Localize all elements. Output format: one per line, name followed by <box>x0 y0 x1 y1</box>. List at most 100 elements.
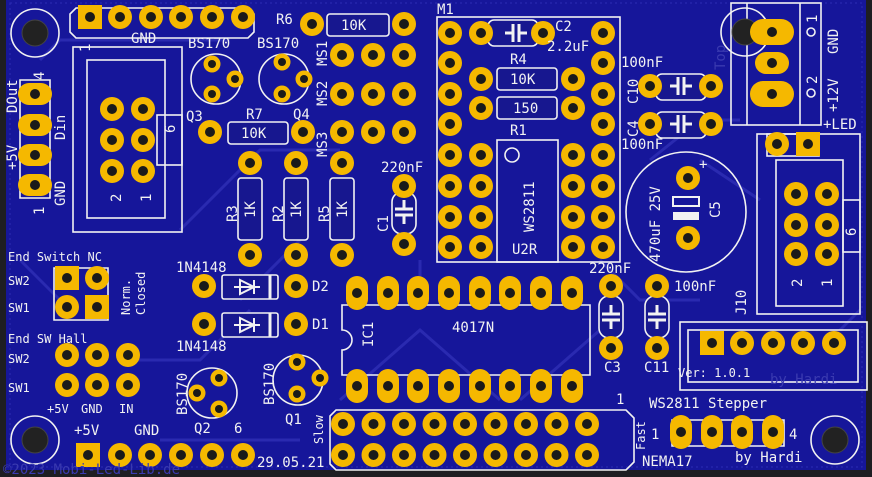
j10-pin6: 6 <box>844 228 860 236</box>
label-dout: DOut <box>5 79 21 113</box>
drill-hole <box>822 220 832 230</box>
drill-hole <box>476 212 486 222</box>
drill-hole <box>768 338 778 348</box>
end-hall-5v: +5V <box>47 402 69 416</box>
drill-hole <box>791 249 801 259</box>
drill-hole <box>145 450 155 460</box>
ms1-label: MS1 <box>315 41 331 66</box>
drill-hole <box>598 89 608 99</box>
watermark-text: by Hardi <box>770 372 837 388</box>
drill-hole <box>193 389 201 397</box>
drill-hole <box>445 181 455 191</box>
drill-hole <box>208 90 216 98</box>
drill-hole <box>399 419 409 429</box>
drill-hole <box>278 58 286 66</box>
q3-ref: Q3 <box>186 109 203 125</box>
drill-hole <box>551 419 562 429</box>
box-pin2: 2 <box>109 194 125 202</box>
drill-hole <box>803 139 813 149</box>
drill-hole <box>337 158 347 168</box>
drill-hole <box>215 374 223 382</box>
drill-hole <box>199 281 209 291</box>
c5-plus: + <box>699 157 707 173</box>
drill-hole <box>460 450 470 460</box>
nema-pin1: 1 <box>651 427 659 443</box>
drill-hole <box>62 302 72 312</box>
drill-hole <box>568 181 578 191</box>
c11-ref: C11 <box>644 360 669 376</box>
drill-hole <box>115 450 125 460</box>
drill-hole <box>505 288 515 298</box>
d2-value: 1N4148 <box>176 260 227 276</box>
drill-hole <box>791 220 801 230</box>
drill-hole <box>238 450 248 460</box>
drill-hole <box>205 127 215 137</box>
drill-hole <box>606 343 616 353</box>
drill-hole <box>30 89 40 99</box>
drill-hole <box>476 103 486 113</box>
drill-hole <box>444 288 454 298</box>
board-edge <box>9 2 863 468</box>
date-label: 29.05.21 <box>257 455 324 471</box>
drill-hole <box>567 288 577 298</box>
ms3-label: MS3 <box>315 132 331 157</box>
drill-hole <box>107 166 117 176</box>
drill-hole <box>337 250 347 260</box>
drill-hole <box>521 419 531 429</box>
drill-hole <box>337 89 347 99</box>
q3-type: BS170 <box>188 36 230 52</box>
r3-ref: R3 <box>225 205 241 222</box>
drill-hole <box>505 381 515 391</box>
drill-hole <box>316 374 324 382</box>
drill-hole <box>115 12 125 22</box>
drill-hole <box>460 419 470 429</box>
drill-hole <box>199 319 209 329</box>
c11-value: 100nF <box>674 279 716 295</box>
drill-hole <box>85 12 95 22</box>
r7-ref: R7 <box>246 107 263 123</box>
drill-hole <box>383 288 393 298</box>
drill-hole <box>568 103 578 113</box>
power-12v: +12V <box>826 78 842 112</box>
d1-value: 1N4148 <box>176 339 227 355</box>
drill-hole <box>399 50 409 60</box>
q1-ref: Q1 <box>285 412 302 428</box>
drill-hole <box>278 90 286 98</box>
box-pin6: 6 <box>163 125 179 133</box>
nema-label: NEMA17 <box>642 454 693 470</box>
drill-hole <box>475 288 485 298</box>
r2-ref: R2 <box>271 205 287 222</box>
drill-hole <box>92 302 102 312</box>
copyright-text: ©2023 Mobi-Led-Lib.de <box>3 462 180 477</box>
drill-hole <box>822 189 832 199</box>
drill-hole <box>829 338 839 348</box>
drill-hole <box>399 181 409 191</box>
drill-hole <box>767 89 777 99</box>
mounting-hole <box>21 426 49 454</box>
drill-hole <box>568 150 578 160</box>
bottom-header-gnd: GND <box>134 423 159 439</box>
drill-hole <box>598 181 608 191</box>
drill-hole <box>238 12 248 22</box>
drill-hole <box>307 19 317 29</box>
drill-hole <box>652 281 662 291</box>
drill-hole <box>598 119 608 129</box>
drill-hole <box>767 27 777 37</box>
drill-hole <box>707 427 717 437</box>
drill-hole <box>338 450 348 460</box>
top-header-gnd: GND <box>131 31 156 47</box>
drill-hole <box>92 273 102 283</box>
q2-type: BS170 <box>175 373 191 415</box>
u2-type: WS2811 <box>522 181 538 232</box>
drill-hole <box>707 338 717 348</box>
drill-hole <box>476 242 486 252</box>
c3-ref: C3 <box>604 360 621 376</box>
drill-hole <box>706 81 716 91</box>
j10-pin1: 1 <box>820 279 836 287</box>
drill-hole <box>352 381 362 391</box>
drill-hole <box>598 150 608 160</box>
drill-hole <box>444 381 454 391</box>
drill-hole <box>215 405 223 413</box>
drill-hole <box>606 281 616 291</box>
